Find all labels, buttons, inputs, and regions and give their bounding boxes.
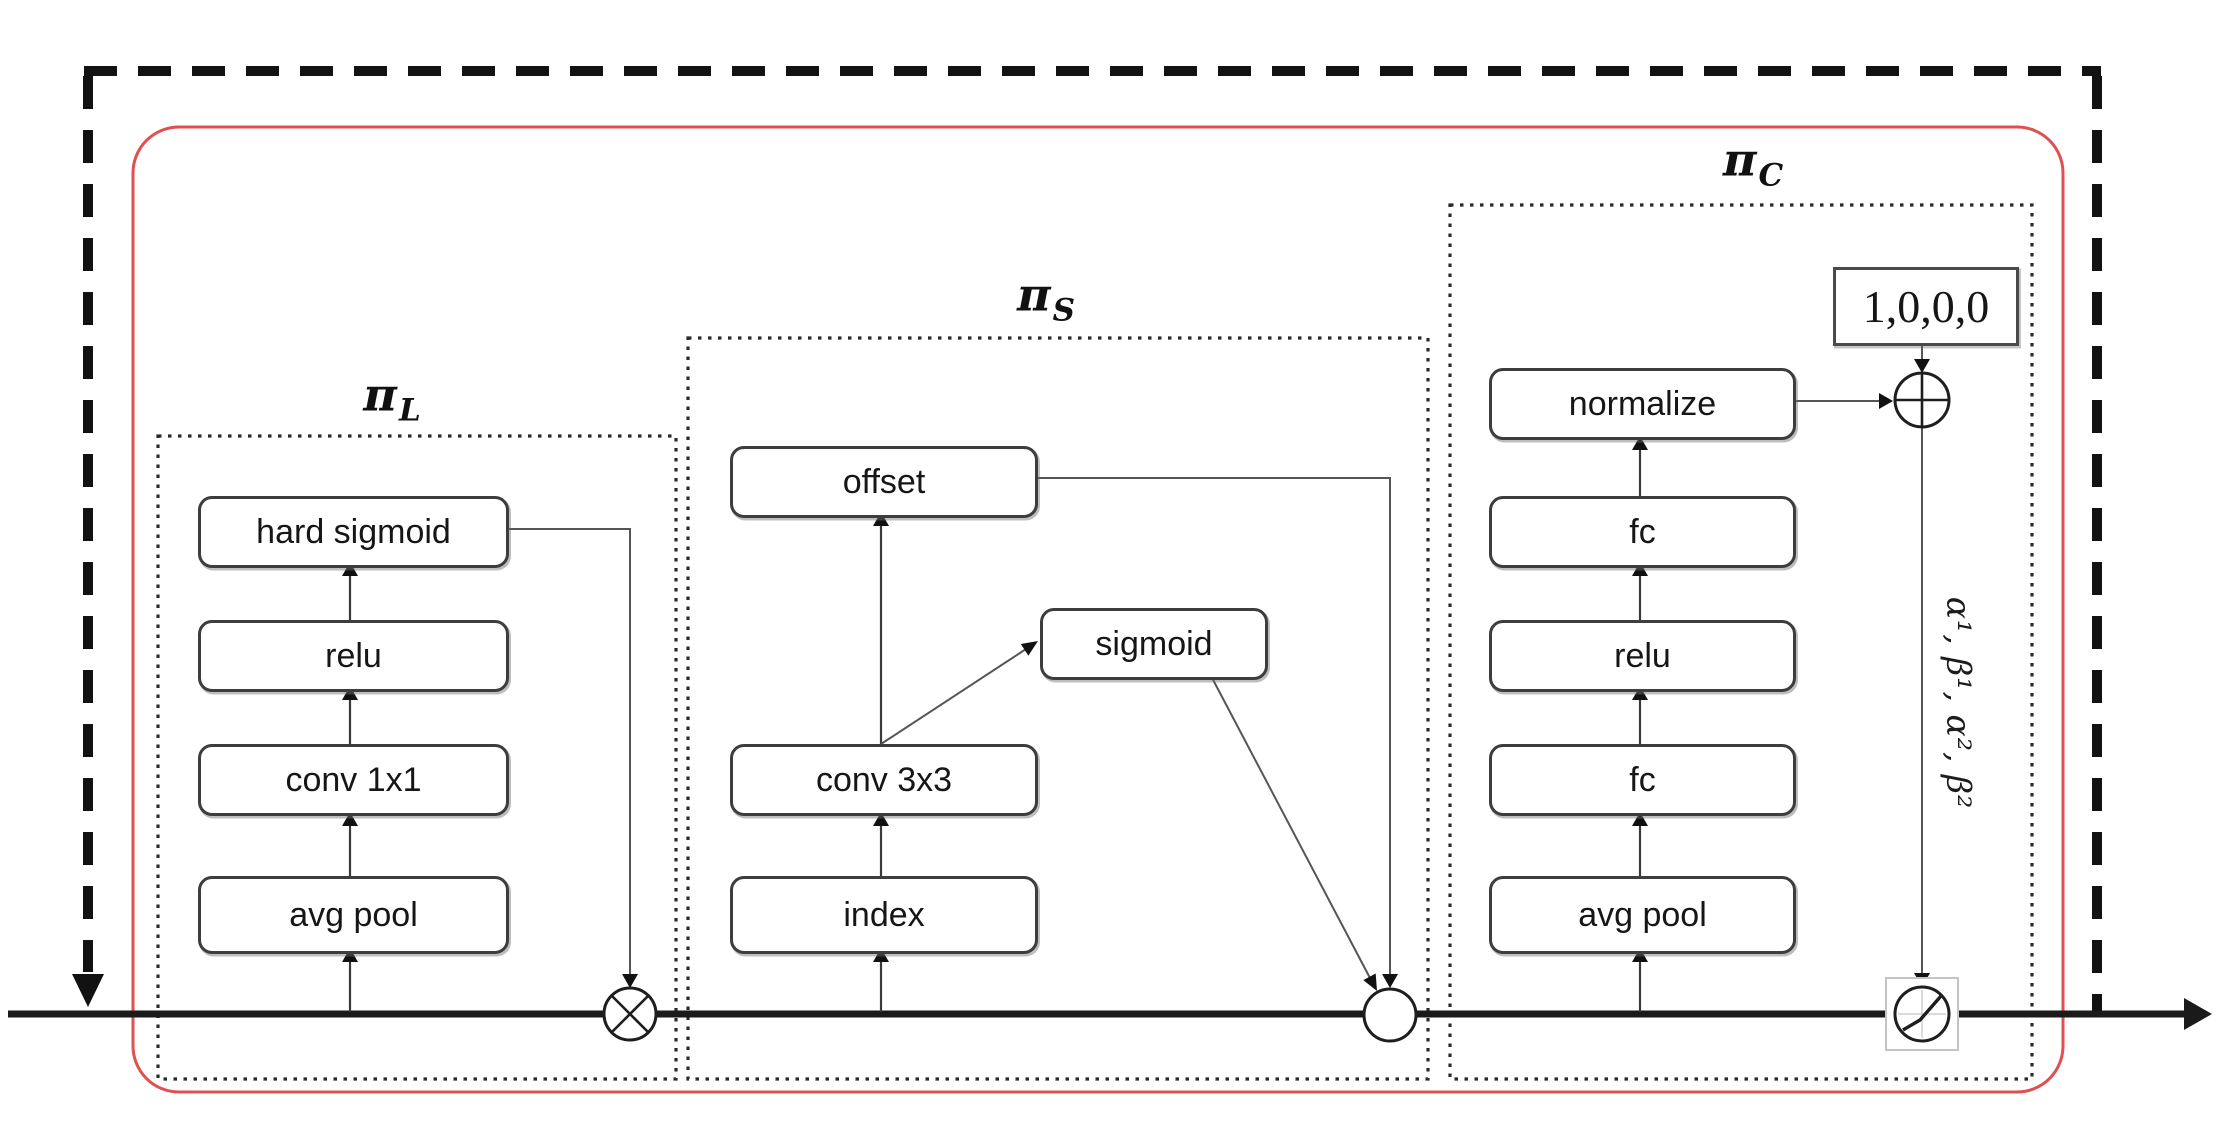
block-offset: offset [730, 446, 1038, 518]
arrowhead-icon [873, 948, 889, 962]
block-avg-pool-pi-c: avg pool [1489, 876, 1796, 954]
hard-sigmoid-to-multiply-line [503, 528, 631, 982]
pi-subscript: S [1052, 292, 1076, 329]
arrowhead-icon [342, 812, 358, 826]
output-arrowhead-icon [2184, 998, 2212, 1030]
arrowhead-icon [342, 948, 358, 962]
arrowhead-icon [1632, 812, 1648, 826]
arrowhead-icon [1632, 436, 1648, 450]
block-relu-pi-c: relu [1489, 620, 1796, 692]
module-pi-s-box [686, 336, 1430, 1081]
pi-symbol: π [1722, 132, 1757, 187]
arrowhead-icon [1632, 686, 1648, 700]
block-conv1x1: conv 1x1 [198, 744, 509, 816]
multiply-x-stroke [611, 995, 649, 1033]
merge-operator-icon [1362, 987, 1418, 1043]
constant-vector-box: 1,0,0,0 [1833, 267, 2019, 346]
block-fc-bottom: fc [1489, 744, 1796, 816]
conv3x3-to-sigmoid-line [880, 648, 1027, 745]
sigmoid-to-merge-line [1209, 673, 1371, 979]
arrowhead-icon [1879, 393, 1893, 409]
arrowhead-icon [873, 812, 889, 826]
block-sigmoid: sigmoid [1040, 608, 1268, 680]
module-label-pi-l: πL [363, 368, 420, 429]
block-avg-pool-pi-l: avg pool [198, 876, 509, 954]
output-params-label: α¹, β¹, α², β² [1939, 596, 1979, 810]
pi-symbol: π [1016, 267, 1051, 322]
arrowhead-icon [342, 686, 358, 700]
arrowhead-icon [1382, 974, 1398, 988]
arrowhead-icon [1914, 359, 1930, 373]
block-conv3x3: conv 3x3 [730, 744, 1038, 816]
pi-subscript: L [398, 392, 421, 429]
arrowhead-icon [622, 974, 638, 988]
module-label-pi-s: πS [1017, 268, 1075, 329]
arrowhead-icon [873, 512, 889, 526]
input-arrowhead-icon [72, 974, 104, 1007]
module-label-pi-c: πC [1723, 133, 1783, 194]
block-index: index [730, 876, 1038, 954]
module-pi-l-box [156, 434, 678, 1081]
offset-to-merge-line [1032, 477, 1391, 982]
pi-symbol: π [363, 367, 397, 422]
block-fc-top: fc [1489, 496, 1796, 568]
arrowhead-icon [1020, 641, 1038, 656]
arrowhead-icon [1632, 562, 1648, 576]
arrowhead-icon [1632, 948, 1648, 962]
module-pi-c-box [1448, 203, 2034, 1081]
pi-subscript: C [1758, 157, 1784, 194]
red-highlight-frame [131, 125, 2065, 1094]
arrowhead-icon [342, 562, 358, 576]
arrowhead-icon [1363, 973, 1377, 991]
block-normalize: normalize [1489, 368, 1796, 440]
block-hard-sigmoid: hard sigmoid [198, 496, 509, 568]
warp-curve-stroke [1902, 994, 1943, 1032]
block-relu-pi-l: relu [198, 620, 509, 692]
